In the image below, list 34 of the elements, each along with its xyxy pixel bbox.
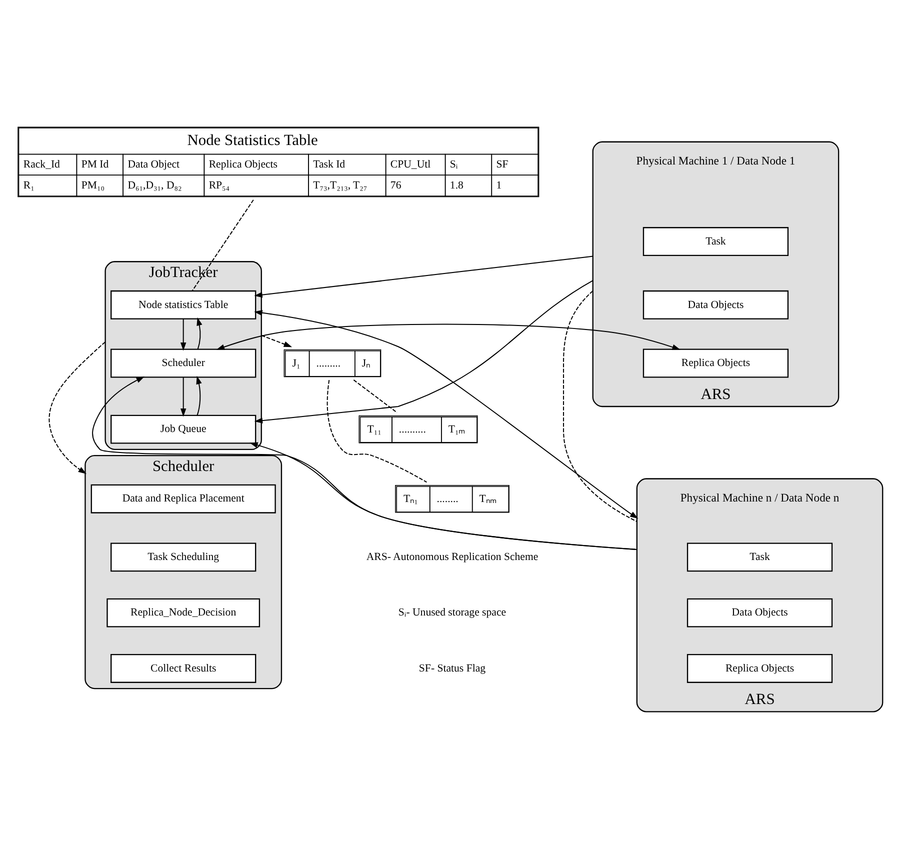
node-box: Job Queue [110, 414, 256, 444]
node-box: Replica_Node_Decision [106, 598, 260, 627]
node-box: Collect Results [110, 653, 256, 682]
connector [192, 199, 254, 291]
node-label: Physical Machine n / Data Node n [680, 491, 840, 504]
connector [326, 380, 427, 482]
arrow [180, 318, 186, 350]
arrow [196, 316, 202, 349]
arrow [48, 341, 106, 474]
label: SF- Status Flag [418, 662, 486, 674]
arrow [196, 375, 202, 415]
arrow [254, 255, 593, 298]
node-box: Task [686, 542, 833, 572]
connector [353, 379, 398, 412]
node-label: Physical Machine 1 / Data Node 1 [636, 154, 796, 168]
label: Sᵢ- Unused storage space [398, 606, 506, 618]
node-box: Data Objects [642, 290, 789, 319]
node-box: Scheduler [110, 348, 256, 378]
node-box: Replica Objects [686, 653, 833, 682]
node-box: Data and Replica Placement [90, 484, 276, 513]
node-box: Replica Objects [642, 348, 789, 378]
arrow [254, 280, 594, 423]
arrow [250, 442, 637, 550]
arrow [92, 376, 637, 550]
label: ARS- Autonomous Replication Scheme [366, 550, 538, 563]
node-box: Task [642, 226, 789, 256]
arrow [261, 334, 292, 347]
connector [563, 290, 638, 522]
arrow [180, 376, 186, 416]
arrow [254, 310, 638, 518]
arrow [216, 323, 680, 350]
node-box: Task Scheduling [110, 542, 256, 572]
node-box: Data Objects [686, 598, 833, 627]
node-box: Node statistics Table [110, 290, 256, 319]
